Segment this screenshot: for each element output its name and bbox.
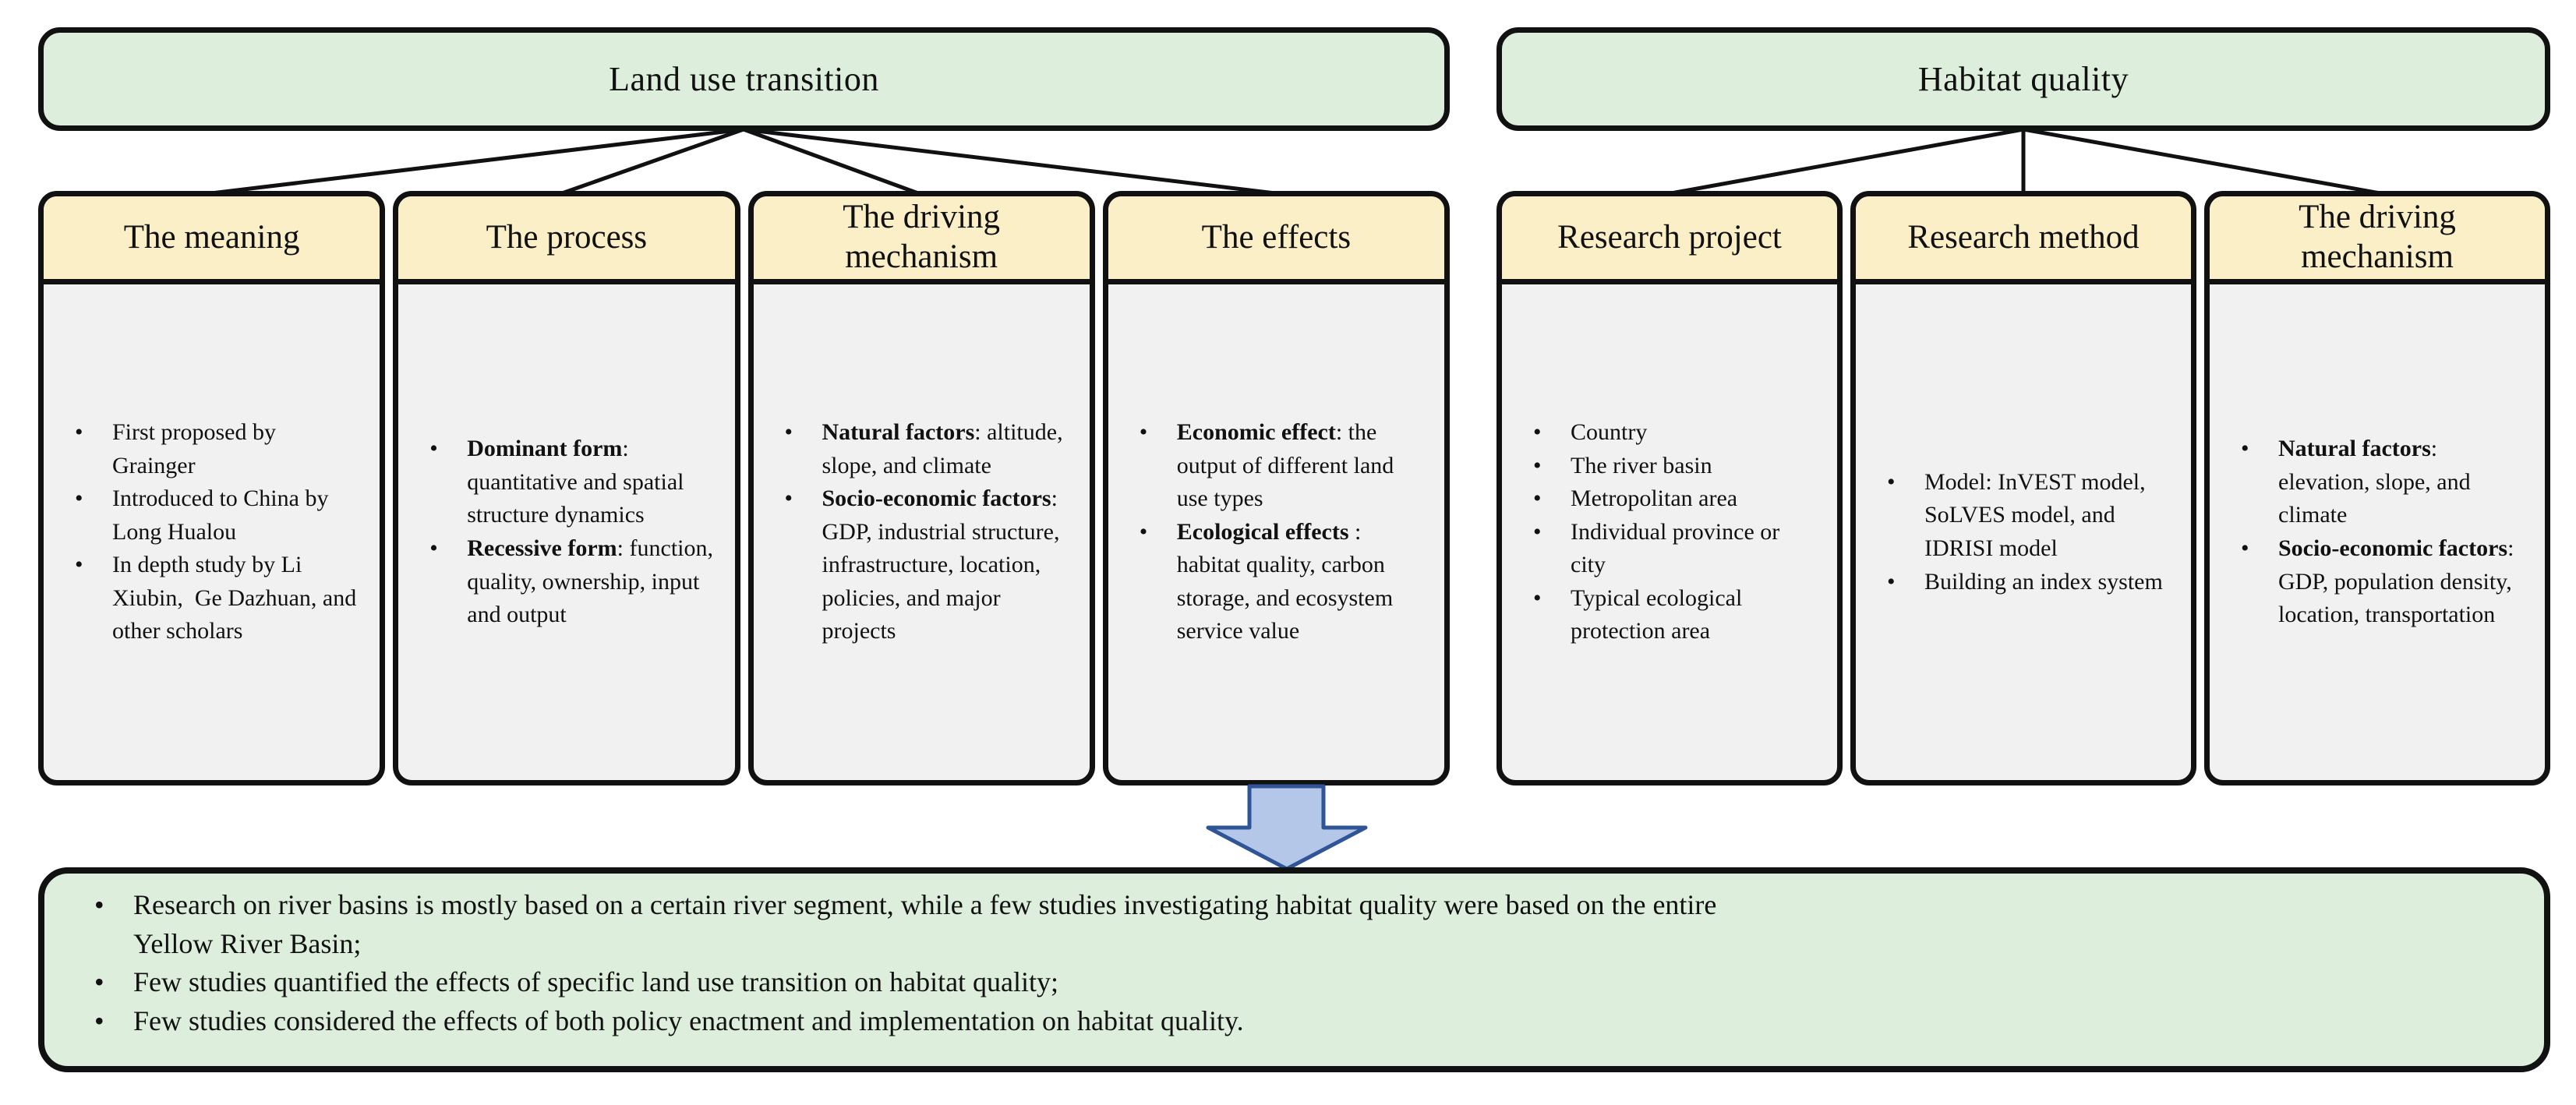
column-body: First proposed by GraingerIntroduced to … bbox=[44, 284, 380, 780]
bullet-item: Building an index system bbox=[1882, 566, 2172, 599]
column-bullet-list: Natural factors: elevation, slope, and c… bbox=[2236, 432, 2526, 632]
bullet-text-segment: : GDP, industrial structure, infrastruct… bbox=[822, 485, 1065, 644]
habitat-quality-title-box: Habitat quality bbox=[1496, 27, 2550, 131]
bullet-item: Dominant form: quantitative and spatial … bbox=[425, 432, 716, 532]
column-header-text: Research method bbox=[1907, 218, 2140, 256]
bullet-item: Natural factors: altitude, slope, and cl… bbox=[780, 416, 1071, 482]
summary-bullet-list: Research on river basins is mostly based… bbox=[90, 886, 2513, 1041]
column-header: The meaning bbox=[44, 196, 380, 284]
bullet-text-segment: Economic effect bbox=[1176, 418, 1336, 445]
bullet-text-segment: The river basin bbox=[1571, 452, 1712, 478]
column-header-text: The process bbox=[486, 218, 648, 256]
bullet-text-segment: Natural factors bbox=[822, 418, 975, 445]
bullet-text-segment: Socio-economic factors bbox=[822, 485, 1051, 512]
summary-box: Research on river basins is mostly based… bbox=[38, 867, 2550, 1072]
bullet-text-segment: Building an index system bbox=[1924, 568, 2163, 595]
topic-column: The driving mechanism Natural factors: a… bbox=[747, 191, 1095, 786]
down-arrow-icon bbox=[1206, 784, 1368, 871]
bullet-text-segment: : function, quality, ownership, input an… bbox=[467, 535, 719, 628]
bullet-text-segment: : the output of different land use types bbox=[1176, 418, 1400, 512]
bullet-text-segment: : GDP, population density, location, tra… bbox=[2278, 535, 2520, 628]
column-header: Research method bbox=[1856, 196, 2191, 284]
column-header: The driving mechanism bbox=[753, 196, 1090, 284]
topic-column: Research method Model: InVEST model, SoL… bbox=[1850, 191, 2196, 786]
topic-column: Research project CountryThe river basinM… bbox=[1496, 191, 1843, 786]
bullet-item: Typical ecological protection area bbox=[1528, 582, 1818, 648]
column-bullet-list: Natural factors: altitude, slope, and cl… bbox=[780, 416, 1071, 648]
topic-column: The effects Economic effect: the output … bbox=[1102, 191, 1450, 786]
bullet-text-segment: Few studies considered the effects of bo… bbox=[133, 1005, 1244, 1037]
column-header-text: The driving mechanism bbox=[2299, 199, 2456, 275]
bullet-text-segment: : elevation, slope, and climate bbox=[2278, 436, 2477, 528]
bullet-text-segment: : altitude, slope, and climate bbox=[822, 418, 1069, 478]
land-use-columns-row: The meaning First proposed by GraingerIn… bbox=[38, 191, 1450, 786]
column-body: Natural factors: elevation, slope, and c… bbox=[2210, 284, 2545, 780]
bullet-text-segment: In depth study by Li Xiubin, Ge Dazhuan,… bbox=[112, 552, 362, 644]
bullet-text-segment: : quantitative and spatial structure dyn… bbox=[467, 436, 690, 528]
topic-column: The driving mechanism Natural factors: e… bbox=[2204, 191, 2550, 786]
habitat-columns-row: Research project CountryThe river basinM… bbox=[1496, 191, 2550, 786]
bullet-item: In depth study by Li Xiubin, Ge Dazhuan,… bbox=[70, 549, 361, 648]
column-header-text: Research project bbox=[1557, 218, 1782, 256]
bullet-item: First proposed by Grainger bbox=[70, 416, 361, 482]
column-bullet-list: Model: InVEST model, SoLVES model, and I… bbox=[1882, 466, 2172, 598]
bullet-item: Few studies considered the effects of bo… bbox=[90, 1002, 2513, 1041]
left-connector-group bbox=[210, 127, 1276, 196]
bullet-text-segment: Metropolitan area bbox=[1571, 485, 1738, 512]
bullet-item: Metropolitan area bbox=[1528, 482, 1818, 516]
column-body: CountryThe river basinMetropolitan areaI… bbox=[1502, 284, 1837, 780]
topic-column: The process Dominant form: quantitative … bbox=[393, 191, 740, 786]
column-header-text: The driving mechanism bbox=[843, 199, 1001, 275]
bullet-item: Few studies quantified the effects of sp… bbox=[90, 963, 2513, 1002]
right-connector-group bbox=[1670, 127, 2381, 196]
bullet-item: The river basin bbox=[1528, 450, 1818, 483]
bullet-item: Model: InVEST model, SoLVES model, and I… bbox=[1882, 466, 2172, 566]
bullet-text-segment: Ecological effects bbox=[1176, 518, 1349, 545]
column-header-text: The effects bbox=[1201, 218, 1352, 256]
bullet-text-segment: Model: InVEST model, SoLVES model, and I… bbox=[1924, 468, 2152, 561]
bullet-text-segment: Socio-economic factors bbox=[2278, 535, 2508, 561]
column-body: Economic effect: the output of different… bbox=[1108, 284, 1444, 780]
land-use-transition-title-box: Land use transition bbox=[38, 27, 1450, 131]
column-header: Research project bbox=[1502, 196, 1837, 284]
column-body: Dominant form: quantitative and spatial … bbox=[398, 284, 734, 780]
column-body: Natural factors: altitude, slope, and cl… bbox=[754, 284, 1090, 780]
column-bullet-list: First proposed by GraingerIntroduced to … bbox=[70, 416, 361, 648]
bullet-text-segment: Few studies quantified the effects of sp… bbox=[133, 966, 1059, 998]
column-body: Model: InVEST model, SoLVES model, and I… bbox=[1856, 284, 2191, 780]
bullet-text-segment: : habitat quality, carbon storage, and e… bbox=[1176, 518, 1399, 644]
column-header: The process bbox=[398, 196, 735, 284]
bullet-item: Socio-economic factors: GDP, industrial … bbox=[780, 482, 1071, 648]
topic-column: The meaning First proposed by GraingerIn… bbox=[38, 191, 386, 786]
bullet-item: Country bbox=[1528, 416, 1818, 450]
bullet-item: Recessive form: function, quality, owner… bbox=[425, 532, 716, 632]
bullet-text-segment: Research on river basins is mostly based… bbox=[133, 889, 1717, 959]
bullet-item: Introduced to China by Long Hualou bbox=[70, 482, 361, 549]
bullet-text-segment: Dominant form bbox=[467, 436, 623, 462]
bullet-text-segment: First proposed by Grainger bbox=[112, 418, 282, 478]
bullet-text-segment: Country bbox=[1571, 418, 1648, 445]
column-bullet-list: Economic effect: the output of different… bbox=[1135, 416, 1426, 648]
column-header: The driving mechanism bbox=[2210, 196, 2545, 284]
bullet-item: Economic effect: the output of different… bbox=[1135, 416, 1426, 516]
land-use-transition-title-text: Land use transition bbox=[609, 60, 879, 98]
column-header: The effects bbox=[1108, 196, 1444, 284]
bullet-text-segment: Natural factors bbox=[2278, 436, 2431, 462]
bullet-item: Ecological effects : habitat quality, ca… bbox=[1135, 516, 1426, 648]
bullet-text-segment: Typical ecological protection area bbox=[1571, 584, 1748, 644]
bullet-item: Individual province or city bbox=[1528, 516, 1818, 582]
bullet-text-segment: Individual province or city bbox=[1571, 518, 1786, 578]
bullet-item: Research on river basins is mostly based… bbox=[90, 886, 2513, 963]
bullet-text-segment: Recessive form bbox=[467, 535, 617, 561]
bullet-item: Socio-economic factors: GDP, population … bbox=[2236, 532, 2526, 632]
bullet-text-segment: Introduced to China by Long Hualou bbox=[112, 485, 334, 545]
column-header-text: The meaning bbox=[123, 218, 300, 256]
habitat-quality-title-text: Habitat quality bbox=[1917, 60, 2129, 98]
column-bullet-list: Dominant form: quantitative and spatial … bbox=[425, 432, 716, 632]
column-bullet-list: CountryThe river basinMetropolitan areaI… bbox=[1528, 416, 1818, 648]
bullet-item: Natural factors: elevation, slope, and c… bbox=[2236, 432, 2526, 532]
